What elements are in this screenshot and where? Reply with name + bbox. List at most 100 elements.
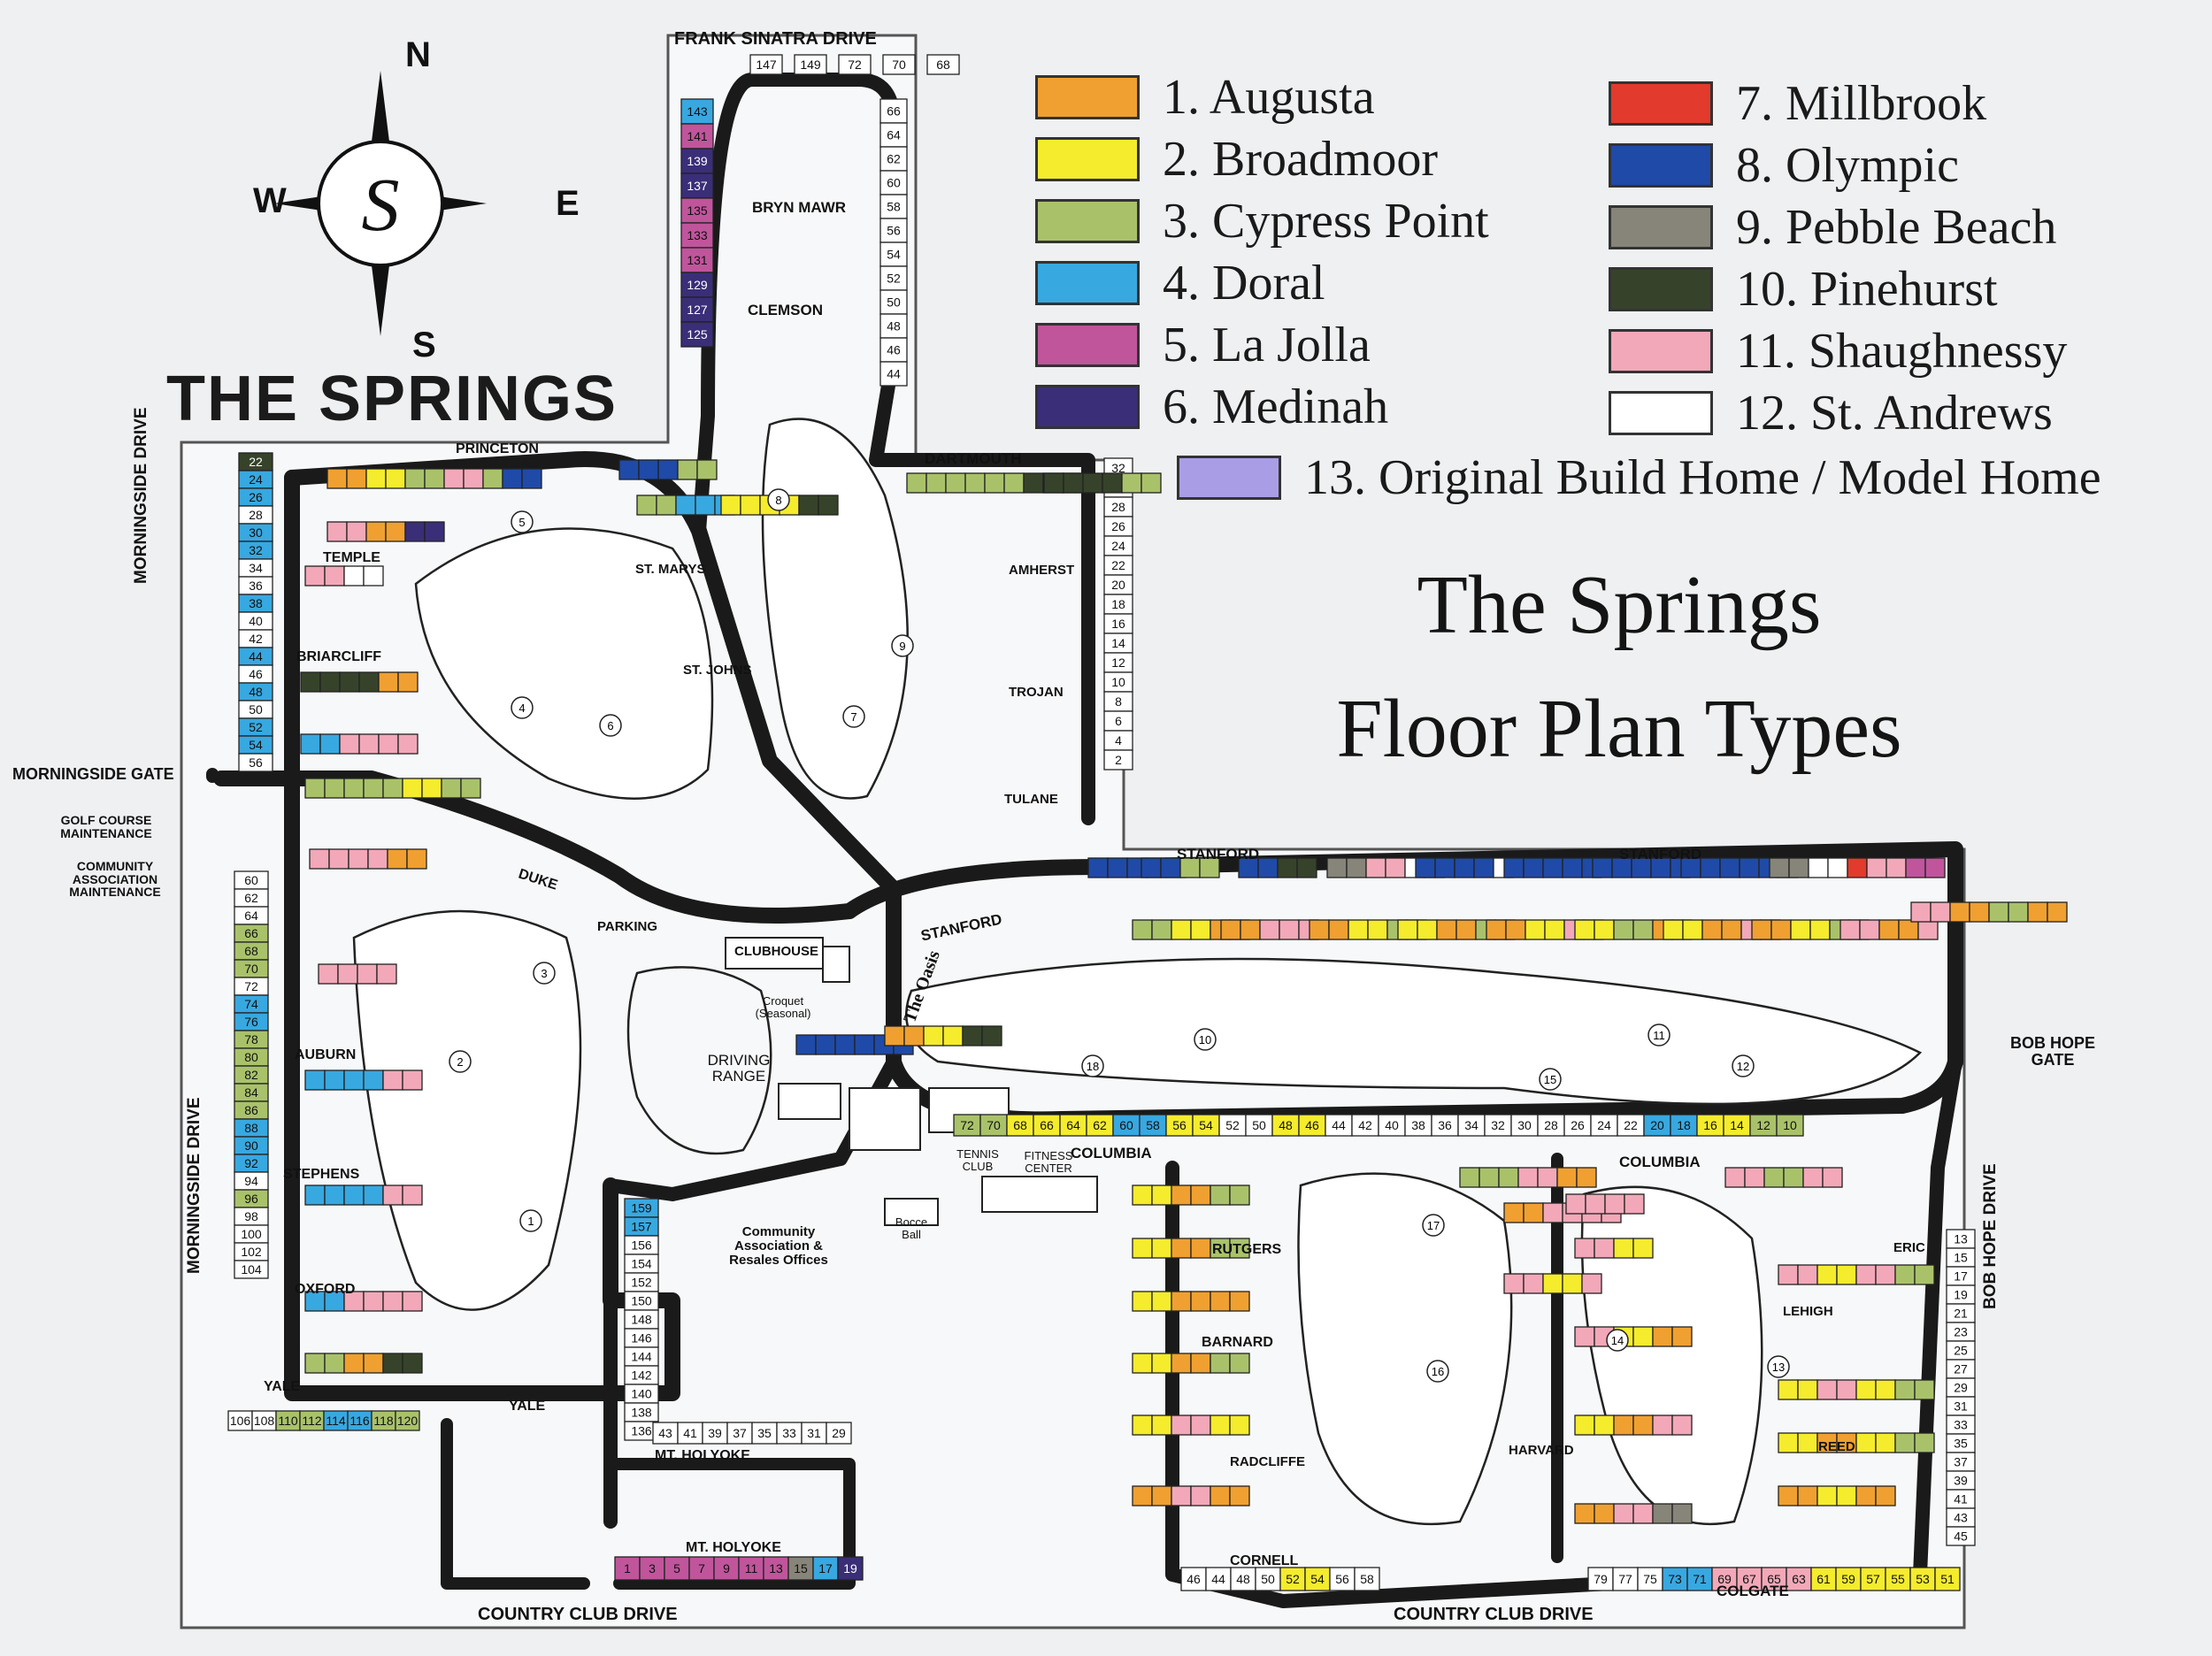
unit-number: 58 (1146, 1118, 1160, 1132)
street-label-country-club-east: COUNTRY CLUB DRIVE (1394, 1605, 1594, 1624)
unit-number: 39 (708, 1426, 722, 1440)
housing-unit (1525, 919, 1546, 940)
housing-unit (1909, 1567, 1936, 1591)
unit-number: 32 (1491, 1118, 1505, 1132)
housing-unit (1797, 1264, 1818, 1285)
unit-number: 15 (794, 1561, 808, 1576)
unit-number: 28 (249, 508, 263, 522)
housing-unit (1132, 1353, 1153, 1374)
housing-unit (696, 459, 718, 480)
housing-unit (639, 1556, 665, 1581)
unit-number: 56 (1335, 1572, 1349, 1586)
legend-swatch (1035, 385, 1140, 429)
driving-range-area (626, 966, 772, 1155)
legend-item: 9. Pebble Beach (1609, 199, 2056, 256)
legend-label: 7. Millbrook (1736, 76, 1987, 131)
hole-number: 17 (1427, 1219, 1440, 1232)
unit-number: 48 (1236, 1572, 1250, 1586)
unit-number: 26 (1571, 1118, 1585, 1132)
unit-number: 65 (1767, 1572, 1781, 1586)
unit-number: 68 (936, 58, 950, 72)
housing-unit (1574, 1414, 1595, 1436)
housing-unit (1151, 1485, 1172, 1506)
housing-unit (1924, 857, 1946, 878)
housing-unit (1855, 1485, 1877, 1506)
housing-unit (680, 272, 714, 298)
unit-number: 141 (687, 129, 708, 143)
unit-number: 52 (1225, 1118, 1240, 1132)
legend-label: 3. Cypress Point (1163, 194, 1489, 249)
housing-unit (1329, 1567, 1356, 1591)
housing-unit (1637, 1567, 1663, 1591)
unit-number: 82 (244, 1068, 258, 1082)
street-label-bob-hope: BOB HOPE DRIVE (1981, 1163, 2000, 1309)
unit-number: 104 (241, 1262, 262, 1276)
housing-unit (319, 671, 341, 693)
housing-unit (385, 468, 406, 489)
bocce-court (884, 1198, 939, 1226)
housing-unit (740, 494, 761, 516)
housing-unit (1354, 1567, 1380, 1591)
housing-unit (1574, 1326, 1595, 1347)
housing-unit (443, 468, 465, 489)
housing-unit (879, 218, 908, 243)
tennis-club-label: TENNIS CLUB (956, 1147, 999, 1173)
housing-unit (1132, 1184, 1153, 1206)
housing-unit (1751, 919, 1772, 940)
housing-unit (838, 54, 872, 75)
unit-number: 67 (1742, 1572, 1756, 1586)
housing-unit (1594, 919, 1615, 940)
housing-unit (1875, 1485, 1896, 1506)
unit-number: 76 (244, 1015, 258, 1029)
housing-unit (376, 963, 397, 985)
housing-unit (657, 459, 679, 480)
unit-number: 133 (687, 228, 708, 242)
unit-number: 35 (757, 1426, 772, 1440)
street-label-stanford-1: STANFORD (1177, 846, 1260, 862)
housing-unit (1346, 857, 1367, 878)
unit-number: 72 (244, 979, 258, 993)
hole-number: 1 (527, 1215, 534, 1228)
housing-unit (1473, 857, 1494, 878)
housing-unit (1946, 1526, 1976, 1546)
housing-unit (1816, 1264, 1838, 1285)
housing-unit (1969, 901, 1990, 923)
housing-unit (1086, 1114, 1114, 1137)
housing-unit (1914, 1379, 1935, 1400)
unit-number: 73 (1668, 1572, 1682, 1586)
housing-unit (1210, 1291, 1231, 1312)
housing-unit (702, 1422, 728, 1445)
unit-number: 9 (723, 1561, 730, 1576)
housing-unit (1816, 1485, 1838, 1506)
unit-number: 71 (1693, 1572, 1707, 1586)
unit-number: 147 (756, 58, 777, 72)
housing-unit (1761, 1567, 1787, 1591)
housing-unit (1103, 749, 1133, 770)
housing-unit (460, 778, 481, 799)
street-label-clemson: CLEMSON (748, 302, 823, 318)
housing-unit (1875, 1379, 1896, 1400)
unit-number: 75 (1643, 1572, 1657, 1586)
housing-unit (1484, 1114, 1512, 1137)
street-label-reed: REED (1818, 1439, 1855, 1454)
unit-number: 63 (1792, 1572, 1806, 1586)
housing-unit (1860, 1567, 1886, 1591)
housing-unit (1670, 1114, 1698, 1137)
housing-unit (677, 459, 698, 480)
unit-number: 44 (249, 649, 263, 663)
legend-swatch (1609, 143, 1713, 188)
housing-unit (1786, 1567, 1812, 1591)
housing-unit (882, 54, 916, 75)
housing-unit (1836, 1264, 1857, 1285)
unit-number: 94 (244, 1174, 258, 1188)
unit-number: 14 (1111, 636, 1125, 650)
housing-unit (346, 521, 367, 542)
housing-unit (1505, 919, 1526, 940)
unit-number: 77 (1618, 1572, 1632, 1586)
legend-swatch (1609, 205, 1713, 249)
unit-number: 19 (1954, 1288, 1968, 1302)
street-label-frank-sinatra: FRANK SINATRA DRIVE (674, 29, 877, 49)
housing-unit (1230, 1567, 1256, 1591)
housing-unit (1326, 857, 1348, 878)
